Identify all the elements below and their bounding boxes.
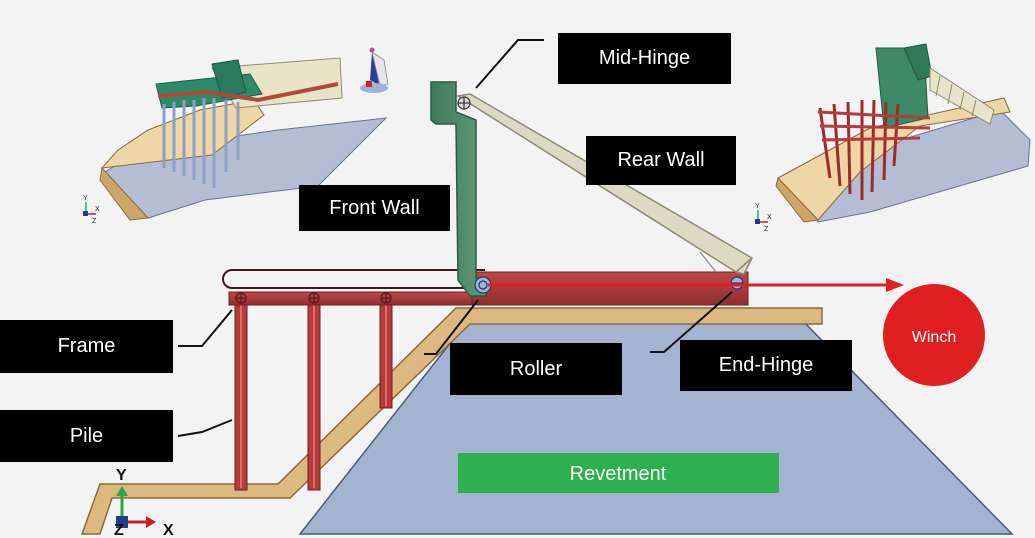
base-slab	[471, 271, 749, 306]
xyz-triad-icon: Y Z X	[114, 467, 174, 538]
leader-end-hinge	[650, 291, 733, 353]
front-wall	[430, 81, 487, 297]
end-hinge-pin	[730, 276, 744, 290]
callout-pile: Pile	[0, 410, 173, 462]
left-mini-axis-x: X	[95, 206, 100, 213]
revetment-label-box	[458, 453, 779, 493]
cable-loop	[222, 269, 485, 289]
left-mini-axis-z: Z	[92, 218, 97, 225]
callout-roller: Roller	[450, 343, 622, 395]
leader-pile	[177, 419, 233, 437]
mid-hinge-pin	[457, 96, 471, 110]
callout-front-wall: Front Wall	[299, 185, 450, 231]
leader-mid-hinge	[475, 39, 544, 89]
leader-lines	[177, 39, 733, 437]
axis-z-label: Z	[114, 522, 124, 538]
left-inset-model	[99, 57, 388, 221]
right-mini-axis-z: Z	[764, 226, 769, 233]
right-mini-axis-x: X	[767, 214, 772, 221]
winch-drum	[883, 284, 985, 386]
frame-beam	[228, 291, 476, 306]
right-mini-axis-y: Y	[755, 203, 760, 210]
revetment-label: Revetment	[570, 463, 667, 485]
axis-y-label: Y	[116, 467, 127, 484]
left-mini-axis-y: Y	[83, 195, 88, 202]
callout-mid-hinge: Mid-Hinge	[558, 33, 731, 84]
axis-x-label: X	[163, 522, 174, 538]
roller-pin	[474, 276, 492, 294]
winch-cable-arrowhead	[886, 278, 904, 292]
left-inset-triad-icon: Y X Z	[83, 195, 100, 225]
view-orientation-icon	[360, 47, 389, 93]
frame-pins	[235, 292, 392, 304]
callout-end-hinge: End-Hinge	[680, 340, 852, 391]
leader-roller	[424, 299, 479, 355]
winch-label: Winch	[912, 329, 956, 346]
callout-rear-wall: Rear Wall	[586, 136, 736, 185]
right-inset-triad-icon: Y X Z	[755, 203, 772, 233]
right-inset-model	[775, 43, 1031, 223]
leader-frame	[178, 309, 233, 347]
callout-frame: Frame	[0, 320, 173, 373]
sand-layer	[80, 307, 823, 535]
